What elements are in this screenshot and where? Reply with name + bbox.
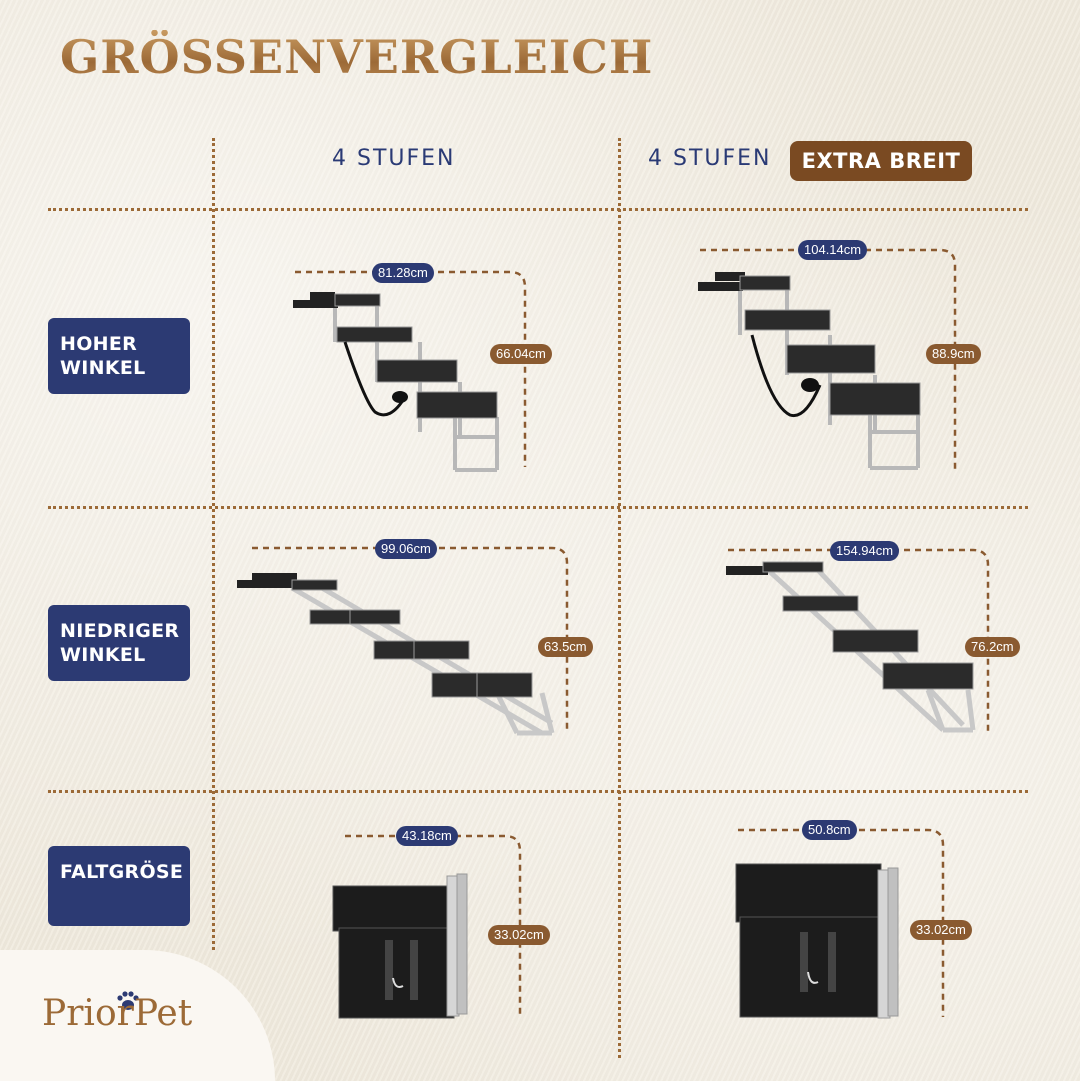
dim-width-label: 99.06cm bbox=[375, 539, 437, 559]
row-label-hoher-winkel: HOHER WINKEL bbox=[48, 318, 190, 394]
dim-width-label: 50.8cm bbox=[802, 820, 857, 840]
page-title: GRÖSSENVERGLEICH bbox=[60, 30, 654, 84]
stairs-folded-wide-image bbox=[735, 828, 945, 1019]
column-header-4-stufen: 4 STUFEN bbox=[332, 146, 456, 171]
grid-divider bbox=[48, 506, 1028, 509]
dim-height-label: 33.02cm bbox=[488, 925, 550, 945]
row-label-niedriger-winkel: NIEDRIGER WINKEL bbox=[48, 605, 190, 681]
grid-divider bbox=[48, 208, 1028, 211]
stairs-folded-image bbox=[332, 834, 522, 1019]
stairs-high-angle-image bbox=[293, 270, 527, 472]
brand-logo: PriorPet bbox=[42, 993, 193, 1034]
stairs-low-angle-wide-image bbox=[726, 548, 990, 735]
dim-width-label: 104.14cm bbox=[798, 240, 868, 260]
paw-icon bbox=[117, 991, 139, 1010]
extra-breit-badge: EXTRA BREIT bbox=[790, 141, 972, 181]
grid-divider bbox=[48, 790, 1028, 793]
dim-width-label: 81.28cm bbox=[372, 263, 434, 283]
dim-height-label: 66.04cm bbox=[490, 344, 552, 364]
grid-divider bbox=[618, 138, 621, 1058]
dim-width-label: 43.18cm bbox=[396, 826, 458, 846]
stairs-low-angle-image bbox=[237, 546, 569, 736]
stairs-high-angle-wide-image bbox=[698, 248, 957, 470]
column-header-4-stufen-extra: 4 STUFEN bbox=[648, 146, 772, 171]
dim-height-label: 63.5cm bbox=[538, 637, 593, 657]
dim-height-label: 76.2cm bbox=[965, 637, 1020, 657]
grid-divider bbox=[212, 138, 215, 950]
dim-height-label: 33.02cm bbox=[910, 920, 972, 940]
dim-height-label: 88.9cm bbox=[926, 344, 981, 364]
row-label-faltgroese: FALTGRÖSE bbox=[48, 846, 190, 926]
dim-width-label: 154.94cm bbox=[830, 541, 900, 561]
